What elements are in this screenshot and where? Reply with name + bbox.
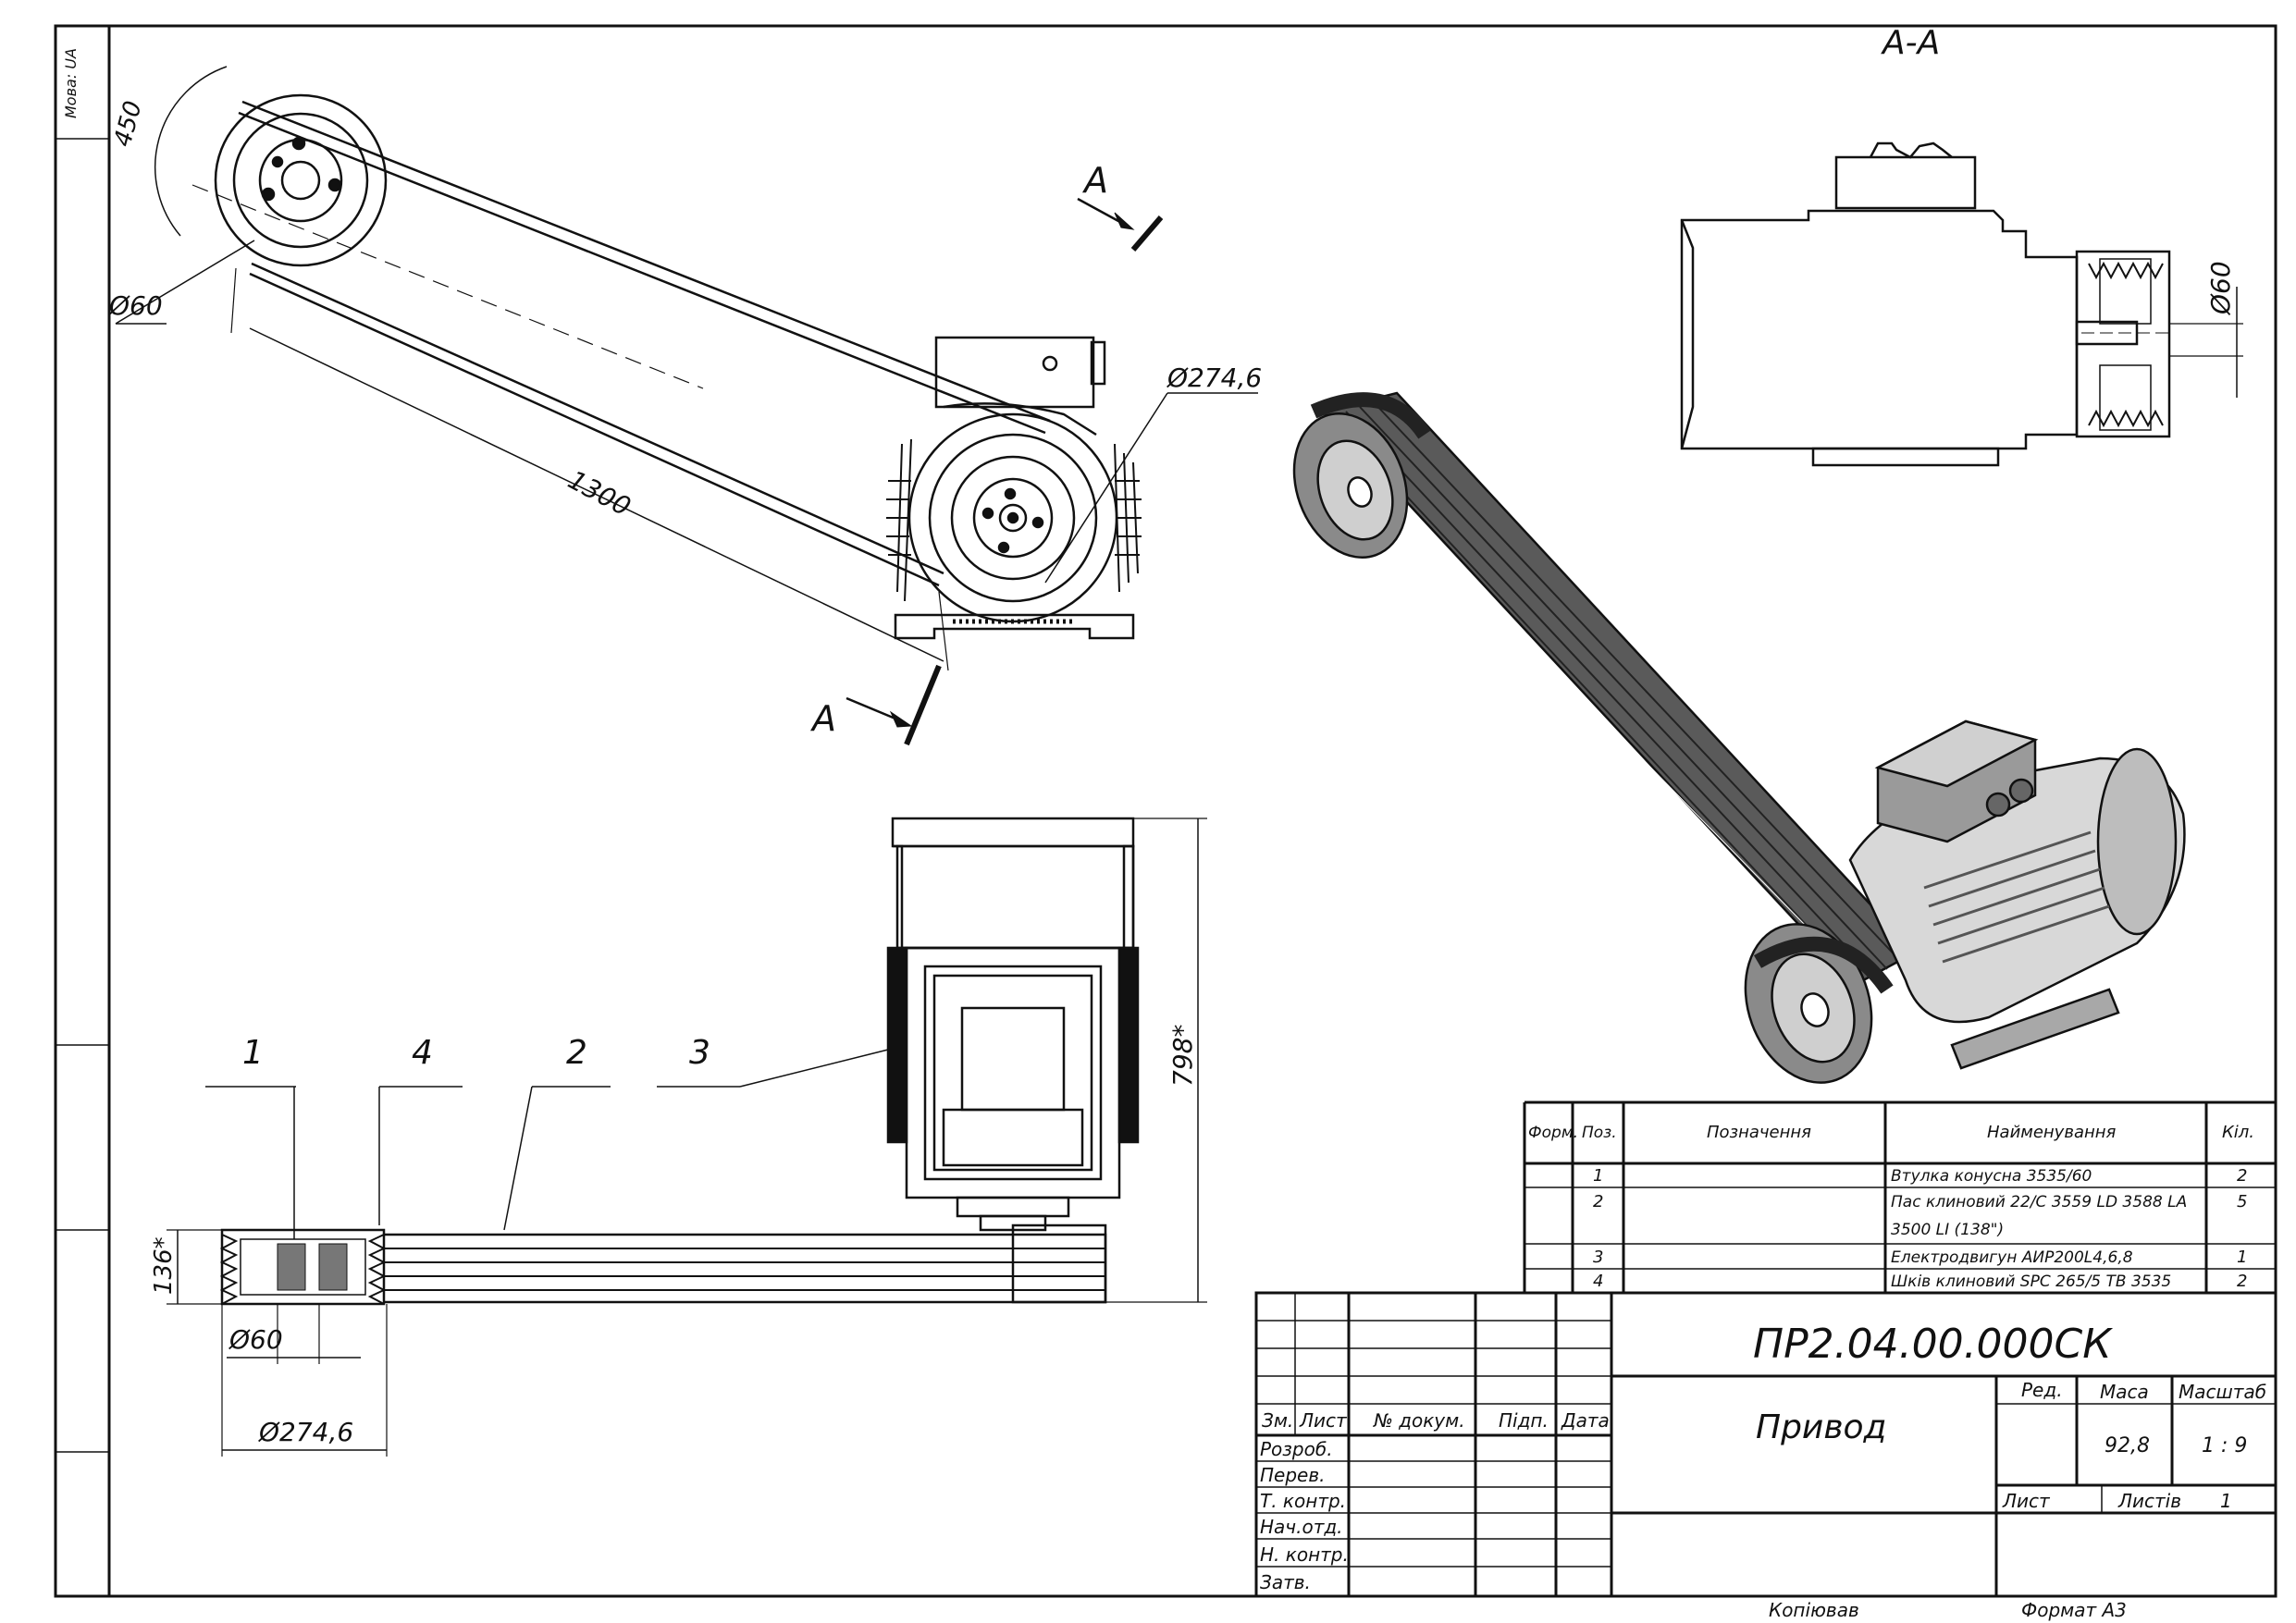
rev-header-sheet: Лист <box>1299 1409 1348 1432</box>
section-mark-lower: А <box>809 698 836 739</box>
scale-value: 1 : 9 <box>2202 1434 2247 1457</box>
spec-header-format: Форм. <box>1528 1124 1578 1142</box>
rev-header-change: Зм. <box>1262 1409 1293 1432</box>
sheet-label: Лист <box>2002 1490 2051 1512</box>
belt-drive-side-view <box>167 817 1207 1457</box>
spec-row-2-name-line2: 3500 LI (138") <box>1891 1221 2004 1239</box>
spec-header-quantity: Кіл. <box>2222 1123 2254 1142</box>
spec-row-1-qty: 2 <box>2237 1166 2247 1186</box>
sheets-label: Листів <box>2117 1490 2181 1512</box>
spec-row-1-name: Втулка конусна 3535/60 <box>1891 1167 2092 1186</box>
title-block-grid <box>1254 1291 2277 1598</box>
dimension-large-pulley-diameter: Ø274,6 <box>1167 363 1262 393</box>
footer-copied: Копіював <box>1769 1599 1859 1621</box>
rev-header-date: Дата <box>1561 1409 1610 1432</box>
belt-drive-front-view <box>115 66 1258 671</box>
spec-row-4-qty: 2 <box>2237 1272 2247 1291</box>
document-number: ПР2.04.00.000СК <box>1753 1321 2113 1368</box>
footer-format: Формат А3 <box>2021 1599 2127 1621</box>
section-cut-marks <box>846 197 1164 746</box>
position-callout-3: 3 <box>689 1034 710 1072</box>
spec-row-3-name: Електродвигун АИР200L4,6,8 <box>1891 1248 2133 1267</box>
dimension-section-diameter: Ø60 <box>2205 261 2236 315</box>
mass-label: Маса <box>2100 1381 2149 1403</box>
spec-row-1-pos: 1 <box>1593 1166 1603 1186</box>
spec-table: Форм. Поз. Позначення Найменування Кіл. … <box>1528 1123 2254 1291</box>
spec-header-position: Поз. <box>1582 1124 1617 1142</box>
dimension-bottom-small-diameter: Ø60 <box>228 1324 283 1355</box>
spec-row-4-pos: 4 <box>1593 1272 1603 1291</box>
spec-row-4-name: Шків клиновий SPC 265/5 TB 3535 <box>1891 1273 2171 1291</box>
rev-header-signature: Підп. <box>1499 1409 1549 1432</box>
role-head-dept: Нач.отд. <box>1260 1516 1343 1538</box>
scale-label: Масштаб <box>2179 1381 2266 1403</box>
position-callout-2: 2 <box>566 1034 587 1072</box>
dimension-small-pulley-diameter: Ø60 <box>108 290 163 321</box>
spec-header-designation: Позначення <box>1707 1123 1811 1142</box>
role-approved: Затв. <box>1260 1571 1311 1593</box>
rev-header-doc-number: № докум. <box>1373 1409 1465 1432</box>
role-developed: Розроб. <box>1260 1438 1333 1460</box>
spec-row-3-pos: 3 <box>1593 1248 1603 1267</box>
title-block: ПР2.04.00.000СК Привод Зм. Лист № докум.… <box>1260 1321 2266 1593</box>
spec-row-2-qty: 5 <box>2237 1192 2247 1211</box>
language-tag: Мова: UA <box>62 48 80 118</box>
spec-header-name: Найменування <box>1987 1123 2117 1142</box>
role-tech-control: Т. контр. <box>1260 1490 1346 1512</box>
drawing-title: Привод <box>1756 1408 1886 1446</box>
section-view-a-a <box>1680 141 2243 467</box>
spec-row-2-name-line1: Пас клиновий 22/C 3559 LD 3588 LA <box>1891 1193 2187 1211</box>
section-mark-upper: А <box>1081 160 1108 201</box>
position-callout-4: 4 <box>412 1034 433 1072</box>
dimension-width: 136* <box>150 1236 178 1295</box>
lit-label: Ред. <box>2021 1379 2063 1401</box>
section-title: А-А <box>1881 24 1940 62</box>
spec-row-3-qty: 1 <box>2237 1248 2247 1267</box>
sheet-frame <box>54 24 2277 1598</box>
dimension-height: 798* <box>1167 1025 1198 1087</box>
sheets-value: 1 <box>2220 1490 2232 1512</box>
spec-table-grid <box>1523 1100 2276 1294</box>
dimension-bottom-large-diameter: Ø274,6 <box>258 1417 353 1447</box>
mass-value: 92,8 <box>2105 1434 2150 1457</box>
isometric-view <box>1292 391 2186 1084</box>
position-callout-1: 1 <box>242 1034 264 1072</box>
role-checked: Перев. <box>1260 1464 1326 1486</box>
spec-row-2-pos: 2 <box>1593 1192 1603 1211</box>
role-norm-control: Н. контр. <box>1260 1543 1349 1566</box>
